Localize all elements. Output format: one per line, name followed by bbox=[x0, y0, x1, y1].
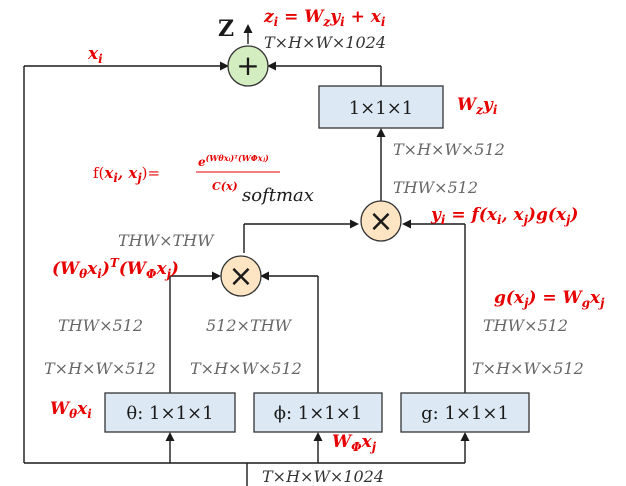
sum-operator bbox=[227, 45, 269, 87]
wz-to-plus-arrowhead bbox=[267, 61, 276, 71]
phi-to-mul-arrowhead bbox=[260, 271, 269, 281]
theta-conv-label: θ: 1×1×1 bbox=[126, 403, 213, 424]
mul1-to-mul2-arrowhead bbox=[350, 219, 359, 229]
wz-equation: Wzyi bbox=[457, 95, 498, 117]
input-to-g-arrowhead bbox=[460, 432, 470, 441]
f-equation-denominator: C(x) bbox=[212, 180, 238, 193]
dim-attention: THW×THW bbox=[118, 231, 215, 250]
mul-symbol-attention: × bbox=[228, 259, 253, 294]
mul-symbol-output: × bbox=[368, 204, 393, 239]
dim-theta-flat: THW×512 bbox=[58, 316, 143, 335]
output-z-label: Z bbox=[218, 16, 234, 42]
theta-conv-box bbox=[104, 392, 236, 433]
plus-to-output-arrowhead bbox=[243, 24, 253, 33]
plus-symbol: + bbox=[236, 49, 259, 82]
theta-to-mul-arrowhead bbox=[212, 271, 221, 281]
matmul-operator-attention bbox=[220, 255, 262, 297]
phi-conv-box bbox=[253, 392, 383, 433]
f-equation-numerator: e(Wθxᵢ)ᵀ(WΦxⱼ) bbox=[198, 153, 269, 169]
f-equation-lhs: f(xi, xj)= bbox=[93, 164, 160, 185]
y-equation: yi = f(xi, xj)g(xj) bbox=[430, 205, 578, 227]
g-equation: g(xj) = Wgxj bbox=[494, 288, 605, 310]
dim-theta: T×H×W×512 bbox=[44, 359, 156, 378]
skip-x-label: xi bbox=[87, 44, 103, 66]
dim-g: T×H×W×512 bbox=[472, 359, 584, 378]
dim-y-flat: THW×512 bbox=[393, 178, 478, 197]
wz-conv-label: 1×1×1 bbox=[349, 98, 414, 119]
g-conv-box bbox=[400, 392, 530, 433]
softmax-label: softmax bbox=[242, 185, 314, 206]
matmul-operator-output bbox=[360, 200, 402, 242]
g-conv-label: g: 1×1×1 bbox=[421, 403, 509, 424]
g-to-mul2-arrowhead bbox=[402, 219, 411, 229]
attention-equation: (Wθxi)T(WΦxj) bbox=[52, 256, 179, 281]
dim-phi-flat: 512×THW bbox=[206, 316, 293, 335]
dim-output: T×H×W×1024 bbox=[264, 33, 386, 52]
phi-conv-label: ϕ: 1×1×1 bbox=[274, 403, 363, 424]
output-equation: zi = Wzyi + xi bbox=[263, 7, 386, 29]
phi-equation: WΦxj bbox=[332, 432, 377, 454]
dim-input: T×H×W×1024 bbox=[262, 467, 384, 486]
dim-phi: T×H×W×512 bbox=[190, 359, 302, 378]
input-to-theta-arrowhead bbox=[165, 432, 175, 441]
dim-wz-input: T×H×W×512 bbox=[393, 140, 505, 159]
skip-arrowhead bbox=[220, 61, 229, 71]
mul2-to-wz-arrowhead bbox=[376, 128, 386, 137]
dim-g-flat: THW×512 bbox=[483, 316, 568, 335]
wz-conv-box bbox=[318, 85, 444, 129]
input-to-phi-arrowhead bbox=[313, 432, 323, 441]
theta-equation: Wθxi bbox=[50, 399, 92, 421]
